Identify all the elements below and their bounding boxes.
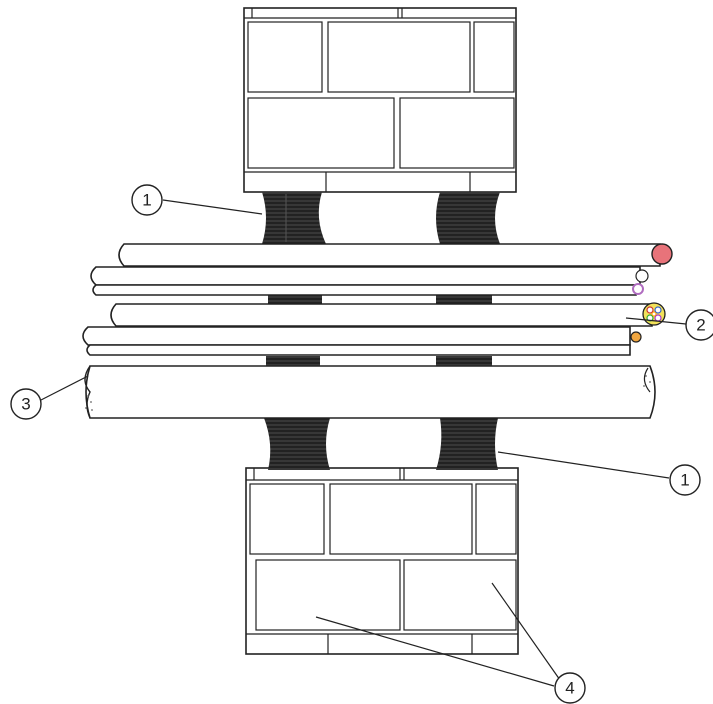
seal-bottom-left — [264, 418, 330, 470]
cable-c — [110, 303, 653, 327]
multicore-cable-end — [642, 302, 666, 326]
svg-text:4: 4 — [565, 679, 574, 698]
seal-packing — [262, 192, 500, 470]
lower-wall-block — [245, 467, 519, 655]
cable-b1 — [90, 266, 641, 286]
cable-b2-end — [632, 283, 644, 295]
cable-d2 — [86, 344, 631, 356]
svg-text:1: 1 — [680, 471, 689, 490]
seal-top-left — [262, 192, 326, 244]
svg-text:3: 3 — [21, 395, 30, 414]
svg-text:2: 2 — [696, 316, 705, 335]
seal-gap-1r — [436, 294, 492, 304]
callout-2: 2 — [685, 309, 713, 341]
cable-e — [85, 365, 656, 419]
cable-bundle — [82, 243, 673, 419]
cable-a — [118, 243, 661, 267]
callout-3: 3 — [10, 388, 42, 420]
upper-wall-block — [243, 7, 517, 193]
callout-1-bottom: 1 — [669, 464, 701, 496]
leader-lines — [40, 199, 687, 687]
seal-top-right — [436, 192, 500, 244]
seal-gap-1l — [268, 294, 322, 304]
callout-4: 4 — [554, 672, 586, 704]
cable-a-end — [651, 243, 673, 265]
cable-b2 — [92, 284, 637, 296]
seal-bottom-right — [436, 418, 498, 470]
svg-text:1: 1 — [142, 191, 151, 210]
seal-gap-2l — [266, 356, 320, 366]
cable-d1 — [82, 326, 631, 346]
callout-1-top: 1 — [131, 184, 163, 216]
seal-gap-2r — [436, 356, 492, 366]
